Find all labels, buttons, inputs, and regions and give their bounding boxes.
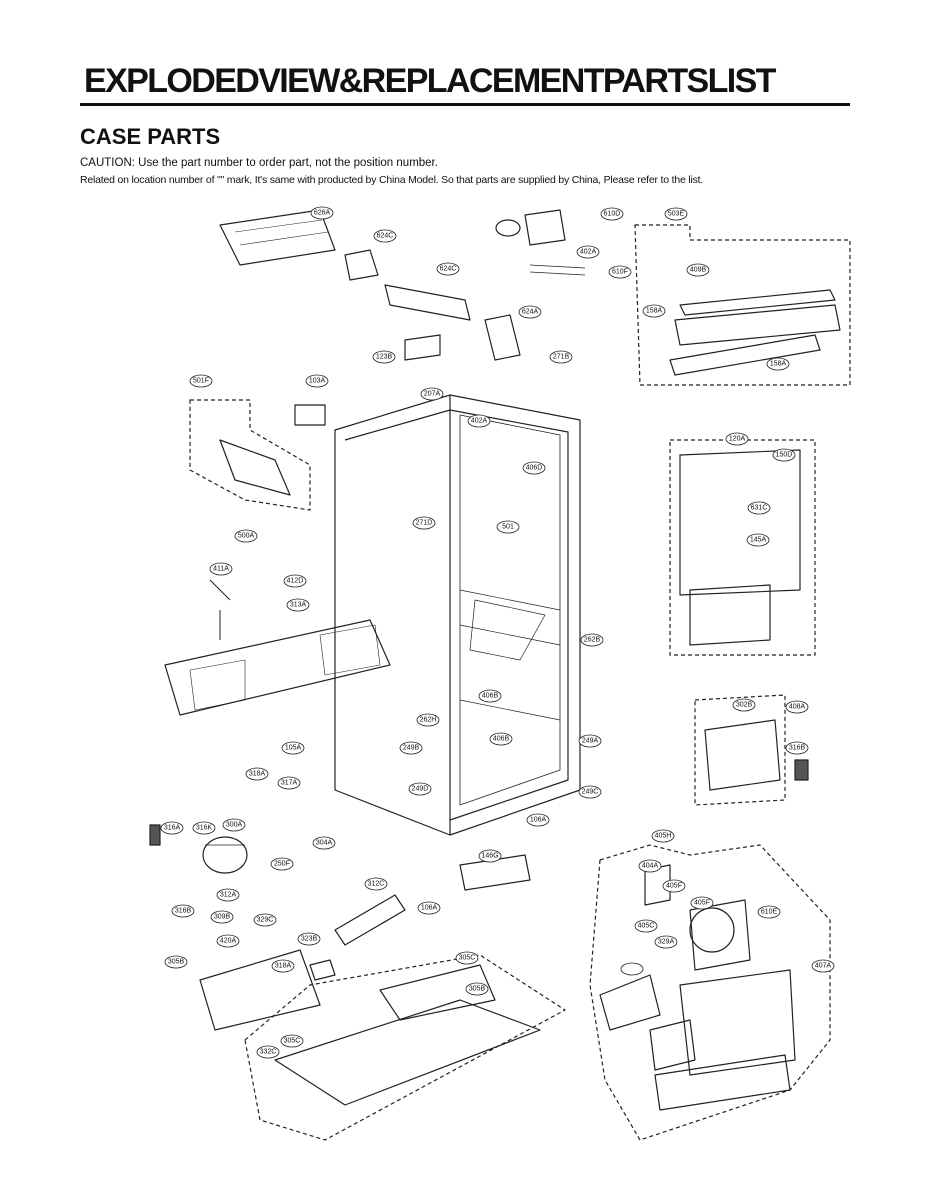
- section-title: CASE PARTS: [80, 124, 221, 149]
- caution-text: CAUTION: Use the part number to order pa…: [80, 157, 438, 169]
- part-number-label: 317A: [281, 780, 298, 787]
- part-number-label: 610E: [761, 909, 778, 916]
- part-number-label: 145A: [750, 537, 767, 544]
- compressor-group: [149, 759, 809, 874]
- part-number-label: 624C: [377, 233, 394, 240]
- part-number-label: 420A: [220, 938, 237, 945]
- part-number-label: 329A: [658, 939, 675, 946]
- part-number-label: 120A: [729, 436, 746, 443]
- part-number-label: 411A: [213, 566, 229, 573]
- fan-assembly-box: [589, 844, 831, 1141]
- part-number-label: 318A: [249, 771, 266, 778]
- part-number-label: 409B: [690, 267, 707, 274]
- part-number-label: 103A: [309, 378, 326, 385]
- part-number-label: 405C: [638, 923, 655, 930]
- part-number-label: 503E: [668, 211, 685, 218]
- related-note: Related on location number of "" mark, I…: [80, 174, 704, 186]
- part-number-label: 624A: [522, 309, 539, 316]
- cabinet-body: [334, 394, 581, 836]
- part-number-label: 304A: [316, 840, 333, 847]
- part-number-label: 262H: [420, 717, 437, 724]
- part-number-label: 312C: [368, 881, 385, 888]
- part-number-label: 402A: [580, 249, 597, 256]
- part-number-label: 207A: [424, 391, 441, 398]
- part-number-label: 312A: [220, 892, 237, 899]
- part-number-label: 610F: [612, 269, 628, 276]
- part-number-label: 405H: [655, 833, 672, 840]
- part-number-label: 309B: [214, 914, 231, 921]
- part-number-label: 305B: [469, 986, 486, 993]
- part-number-label: 305B: [168, 959, 185, 966]
- part-number-label: 271B: [553, 354, 570, 361]
- part-number-label: 626A: [314, 210, 331, 217]
- part-number-label: 158A: [770, 361, 787, 368]
- machine-cover: [164, 579, 391, 716]
- part-number-label: 249C: [582, 789, 599, 796]
- part-number-label: 501F: [193, 378, 209, 385]
- part-number-label: 150D: [776, 452, 793, 459]
- part-number-label: 323B: [301, 936, 318, 943]
- part-number-label: 249A: [582, 738, 599, 745]
- part-number-label: 406B: [493, 736, 510, 743]
- lower-parts: [199, 854, 531, 1031]
- part-number-label: 610D: [604, 211, 621, 218]
- part-number-label: 300A: [226, 822, 243, 829]
- part-number-label: 305C: [459, 955, 476, 962]
- control-panel-box: [669, 439, 816, 656]
- part-number-label: 405F: [666, 883, 682, 890]
- part-number-label: 146G: [481, 853, 498, 860]
- part-number-label: 332C: [260, 1049, 277, 1056]
- part-number-label: 316K: [196, 825, 213, 832]
- top-cover-strips: [669, 289, 841, 376]
- part-number-label: 407A: [815, 963, 832, 970]
- part-number-label: 501: [502, 524, 514, 531]
- part-number-label: 271D: [416, 520, 433, 527]
- part-number-label: 313A: [290, 602, 307, 609]
- part-number-label: 500A: [238, 533, 255, 540]
- part-number-label: 404A: [642, 863, 659, 870]
- part-number-label: 624C: [440, 266, 457, 273]
- title-rule: [80, 103, 850, 106]
- part-number-label: 302B: [736, 702, 753, 709]
- part-number-label: 329C: [257, 917, 274, 924]
- part-number-label: 262B: [584, 637, 601, 644]
- part-number-label: 402A: [471, 418, 488, 425]
- fan-assembly: [599, 864, 796, 1111]
- part-number-label: 105A: [285, 745, 302, 752]
- part-number-label: 318A: [275, 963, 292, 970]
- part-number-label: 405F: [694, 900, 710, 907]
- part-number-label: 158A: [646, 308, 663, 315]
- part-number-label: 408A: [789, 704, 806, 711]
- part-number-label: 250F: [274, 861, 290, 868]
- part-number-label: 412D: [287, 578, 304, 585]
- base-pan-box: [244, 954, 566, 1141]
- top-hinge-parts: [219, 209, 586, 361]
- part-number-label: 631C: [751, 505, 768, 512]
- page-title: EXPLODEDVIEW&REPLACEMENTPARTSLIST: [84, 62, 776, 100]
- part-number-label: 305C: [284, 1038, 301, 1045]
- part-number-label: 406B: [482, 693, 499, 700]
- part-number-label: 123B: [376, 354, 393, 361]
- part-number-label: 316A: [164, 825, 181, 832]
- part-number-label: 106A: [421, 905, 438, 912]
- part-number-label: 249B: [403, 745, 420, 752]
- part-number-label: 106A: [530, 817, 547, 824]
- top-cover-group: [634, 224, 851, 386]
- left-shelf: [189, 399, 311, 511]
- part-number-label: 316B: [789, 745, 806, 752]
- part-number-label: 249D: [412, 786, 429, 793]
- part-callouts: 626A 624C 624C 624A 123B 610D 402A 610F 503E 409B…: [160, 206, 835, 1059]
- evaporator-box: [694, 694, 786, 806]
- part-number-label: 316B: [175, 908, 192, 915]
- part-number-label: 406D: [526, 465, 543, 472]
